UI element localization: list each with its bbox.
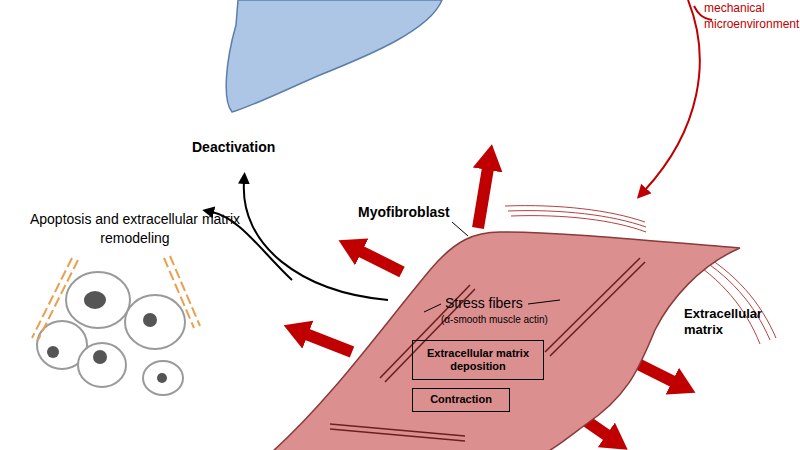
nuclei	[47, 291, 167, 383]
degraded-matrix	[32, 256, 200, 340]
box-text: Contraction	[430, 393, 492, 406]
function-box: Extracellular matrix deposition	[412, 340, 544, 380]
cell-name: Myofibroblast	[358, 204, 450, 221]
structure-label: Stress fibers	[445, 295, 523, 312]
function-box: Contraction	[412, 388, 510, 412]
process-label: Apoptosis and extracellular matrix remod…	[20, 210, 250, 248]
process-label: Deactivation	[192, 139, 275, 156]
deactivation-arrow	[244, 182, 388, 300]
structure-note: (α-smooth muscle actin)	[441, 314, 548, 326]
box-text: Extracellular matrix deposition	[418, 347, 538, 373]
region-label: Extracellular matrix	[684, 306, 794, 338]
activation-arrow	[645, 0, 700, 190]
fibroblast-cell	[226, 0, 442, 112]
stimulus-label: mechanical microenvironment	[704, 0, 800, 32]
apoptotic-cells	[37, 272, 185, 395]
